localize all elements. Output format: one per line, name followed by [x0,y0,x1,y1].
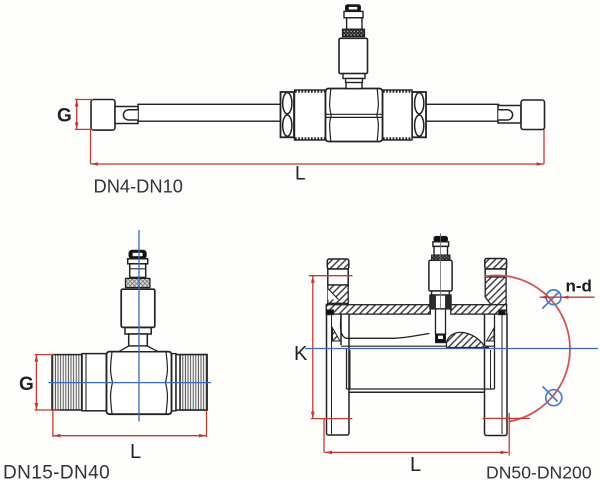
svg-text:L: L [130,441,141,463]
svg-text:DN4-DN10: DN4-DN10 [94,176,183,197]
svg-text:G: G [57,106,72,127]
svg-text:G: G [19,374,34,395]
svg-text:DN15-DN40: DN15-DN40 [3,463,110,481]
svg-text:DN50-DN200: DN50-DN200 [486,463,592,481]
svg-text:L: L [295,164,306,185]
svg-text:n-d: n-d [566,277,592,296]
svg-text:K: K [294,343,308,365]
svg-text:L: L [410,454,421,476]
